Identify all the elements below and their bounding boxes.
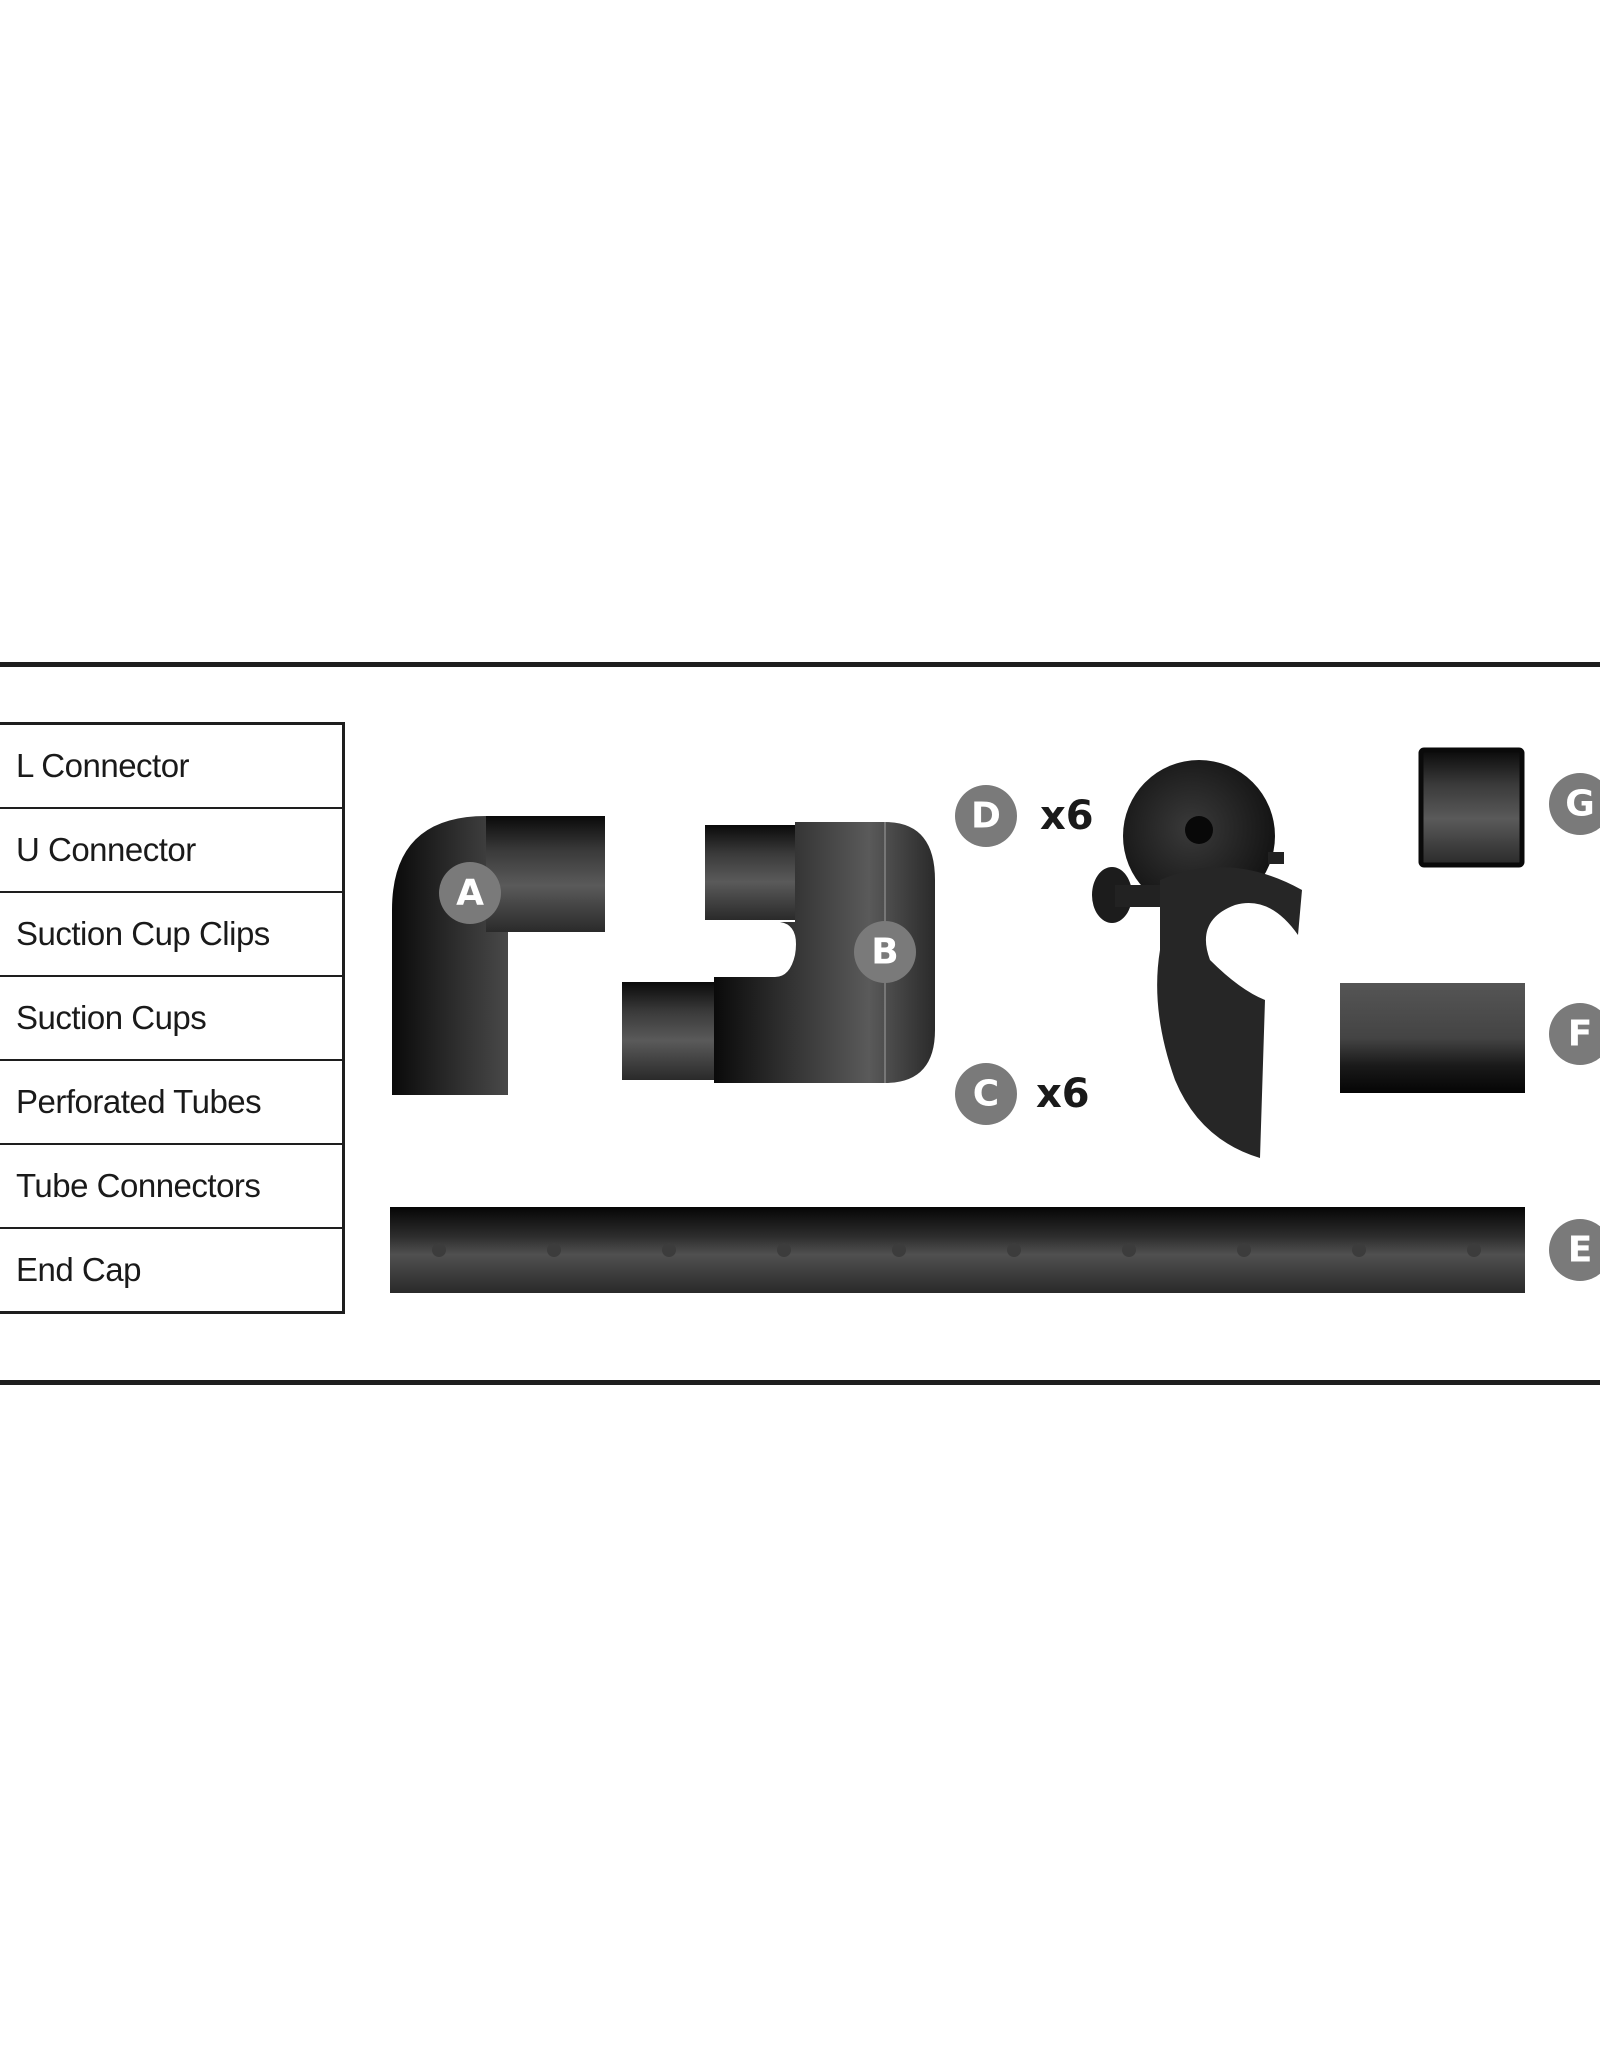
badge-e-letter: E [1568, 1230, 1593, 1271]
l-connector-part: A [392, 816, 605, 1095]
parts-legend-table: L Connector U Connector Suction Cup Clip… [0, 722, 345, 1314]
legend-row: End Cap [0, 1229, 342, 1311]
perforated-tube-part: E [390, 1207, 1600, 1293]
legend-label: Tube Connectors [16, 1167, 261, 1204]
quantity-c: x6 [1036, 1071, 1090, 1117]
u-connector-part: B [622, 822, 935, 1083]
suction-cup-clip-part: C x6 [955, 867, 1302, 1158]
tube-connector-part: F [1340, 983, 1600, 1093]
end-cap-part: G [1418, 747, 1600, 868]
legend-label: Perforated Tubes [16, 1083, 262, 1120]
perforation-hole [662, 1243, 676, 1257]
perforation-hole [892, 1243, 906, 1257]
badge-e [1549, 1219, 1600, 1281]
perforation-hole [1007, 1243, 1021, 1257]
legend-label: Suction Cups [16, 999, 207, 1036]
perforation-hole [777, 1243, 791, 1257]
badge-c [955, 1063, 1017, 1125]
badge-g [1549, 773, 1600, 835]
quantity-d: x6 [1040, 793, 1094, 839]
legend-label: U Connector [16, 831, 196, 868]
badge-f-letter: F [1568, 1014, 1593, 1055]
perforation-hole [1122, 1243, 1136, 1257]
badge-b-letter: B [871, 932, 898, 973]
legend-label: Suction Cup Clips [16, 915, 270, 952]
legend-label: L Connector [16, 747, 190, 784]
badge-d-letter: D [971, 796, 1001, 837]
perforation-hole [432, 1243, 446, 1257]
bottom-divider [0, 1380, 1600, 1385]
top-divider [0, 662, 1600, 667]
legend-row: L Connector [0, 725, 342, 809]
perforation-hole [547, 1243, 561, 1257]
badge-g-letter: G [1565, 784, 1595, 825]
perforation-hole [1237, 1243, 1251, 1257]
perforation-hole [1467, 1243, 1481, 1257]
badge-a-letter: A [456, 873, 484, 914]
badge-b [854, 921, 916, 983]
legend-row: Perforated Tubes [0, 1061, 342, 1145]
legend-label: End Cap [16, 1251, 141, 1288]
badge-a [439, 862, 501, 924]
badge-c-letter: C [973, 1074, 999, 1115]
legend-row: U Connector [0, 809, 342, 893]
badge-f [1549, 1003, 1600, 1065]
badge-d [955, 785, 1017, 847]
perforation-hole [1352, 1243, 1366, 1257]
legend-row: Suction Cups [0, 977, 342, 1061]
legend-row: Suction Cup Clips [0, 893, 342, 977]
legend-row: Tube Connectors [0, 1145, 342, 1229]
